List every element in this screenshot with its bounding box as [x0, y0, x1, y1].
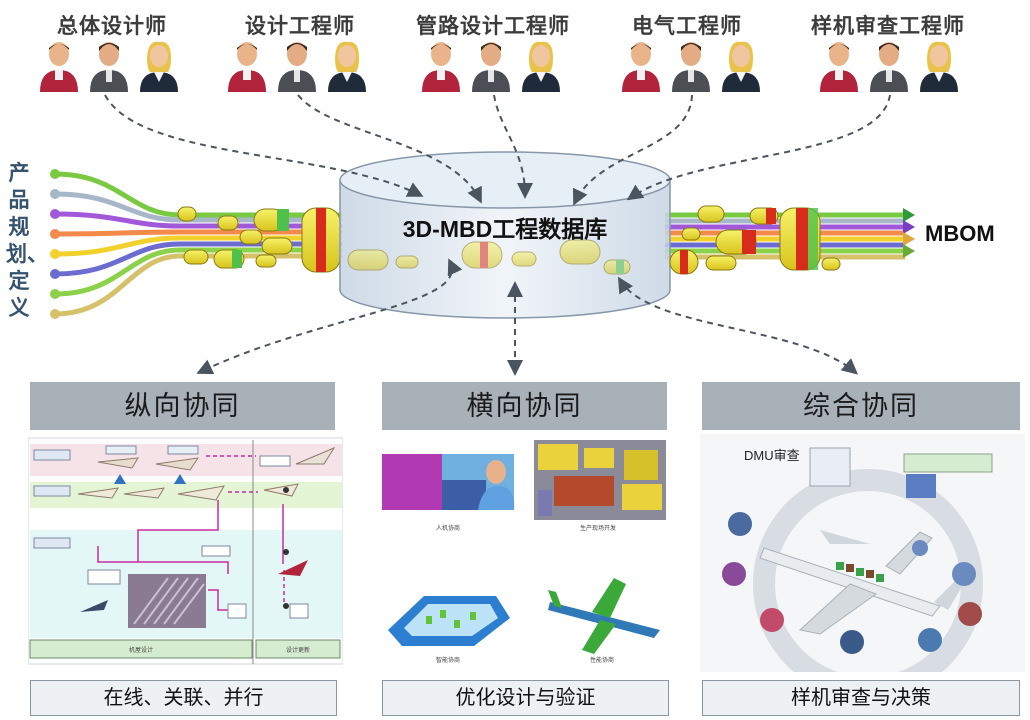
role-title-4: 电气工程师 [632, 15, 742, 38]
dmu-review-image: DMU审查 [700, 434, 1025, 699]
section-footer-vertical: 在线、关联、并行 [30, 680, 337, 716]
section-footer-integrated: 样机审查与决策 [702, 680, 1020, 716]
horizontal-collab-panel: 人机协商 生产现场开发 智能协商 性能协商 [378, 434, 670, 672]
simulation-images: 人机协商 生产现场开发 智能协商 性能协商 [382, 440, 666, 664]
section-arrows [196, 258, 859, 376]
people-row [40, 41, 958, 92]
role-title-1: 总体设计师 [57, 15, 167, 38]
right-pills [669, 205, 841, 275]
mbom-label: MBOM [925, 221, 995, 246]
dmu-title: DMU审查 [744, 448, 800, 463]
caption-1: 人机协商 [436, 524, 460, 532]
output-arrowheads [903, 208, 915, 258]
left-panel-bottom-right: 设计更新 [286, 646, 310, 654]
caption-4: 性能协商 [590, 656, 614, 664]
section-footer-horizontal: 优化设计与验证 [382, 680, 669, 716]
database-label: 3D-MBD工程数据库 [402, 216, 608, 242]
integrated-collab-panel: DMU审查 [700, 434, 1025, 699]
section-header-horizontal: 横向协同 [382, 382, 667, 430]
role-title-3: 管路设计工程师 [416, 15, 570, 38]
section-header-integrated: 综合协同 [702, 382, 1020, 430]
left-panel-bottom-left: 机屋设计 [129, 646, 153, 654]
caption-3: 智能协商 [436, 656, 460, 664]
flow-diagram [50, 94, 915, 376]
process-flow-image: 机屋设计 设计更新 [27, 437, 344, 665]
role-title-5: 样机审查工程师 [811, 15, 965, 38]
caption-2: 生产现场开发 [580, 524, 616, 532]
section-header-vertical: 纵向协同 [30, 382, 335, 430]
input-lines [52, 171, 343, 317]
vertical-collab-panel: 机屋设计 设计更新 [27, 434, 344, 672]
role-title-2: 设计工程师 [245, 15, 355, 38]
input-dots [50, 169, 60, 319]
role-arrows [104, 94, 891, 206]
